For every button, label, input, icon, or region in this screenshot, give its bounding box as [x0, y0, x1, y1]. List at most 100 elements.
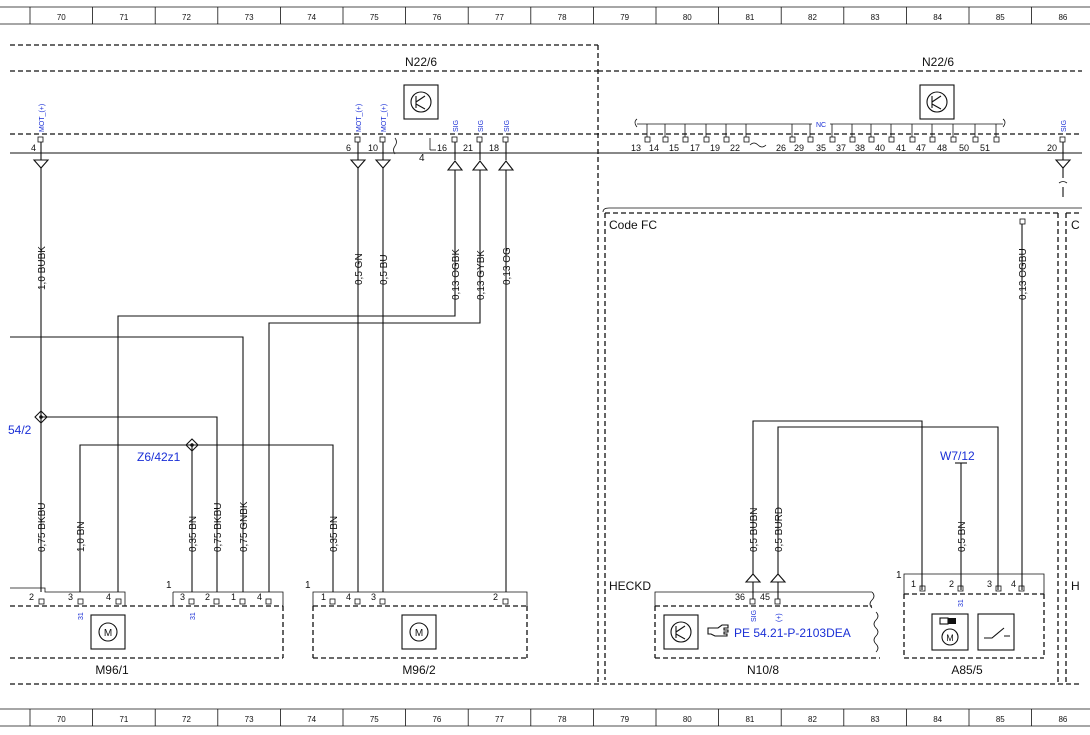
pin-terminal [950, 136, 957, 143]
pin-number: 48 [937, 143, 947, 153]
svg-text:31: 31 [190, 612, 197, 620]
pin-terminal [644, 136, 651, 143]
column-number: 74 [307, 13, 316, 22]
column-number: 73 [245, 715, 254, 724]
pin-21: 21 SIG [463, 120, 489, 171]
svg-text:45: 45 [760, 592, 770, 602]
pin-number: 47 [916, 143, 926, 153]
wire-label: 0,35 BN [188, 516, 199, 552]
svg-text:4: 4 [106, 592, 111, 602]
motor-actuator-icon [931, 613, 969, 651]
column-number: 75 [370, 13, 379, 22]
motor-icon [90, 614, 126, 650]
wire-label: 0,5 BURD [774, 507, 785, 552]
pin-terminal [929, 136, 936, 143]
column-number: 79 [620, 13, 629, 22]
pin-number: 35 [816, 143, 826, 153]
svg-text:(+): (+) [776, 613, 783, 622]
pin-number: 37 [836, 143, 846, 153]
pin-number: 19 [710, 143, 720, 153]
pin-number: 38 [855, 143, 865, 153]
svg-text:31: 31 [78, 612, 85, 620]
component-label: M96/1 [95, 663, 129, 677]
column-number: 83 [871, 715, 880, 724]
wire-label: 0,13 GYBK [476, 250, 487, 300]
component-n10-8: HECKD 36 45 SIG (+) PE 54.21-P-2103DEA N… [609, 573, 880, 677]
pin-number: 22 [730, 143, 740, 153]
svg-text:MOT_(+): MOT_(+) [381, 104, 388, 132]
column-number: 78 [558, 13, 567, 22]
module-label-left: N22/6 [405, 55, 437, 69]
transistor-icon [663, 614, 699, 650]
column-number: 85 [996, 715, 1005, 724]
column-number: 72 [182, 13, 191, 22]
wire-label: 0,5 BUBN [749, 508, 760, 552]
svg-text:2: 2 [493, 592, 498, 602]
svg-text:SIG: SIG [453, 120, 460, 132]
edge-label: H [1071, 579, 1080, 593]
column-number: 70 [57, 715, 66, 724]
splice-54-2: 54/2 [8, 410, 48, 437]
transistor-icon [919, 84, 955, 120]
pin-terminal [829, 136, 836, 143]
pin-number: 29 [794, 143, 804, 153]
svg-text:6: 6 [346, 143, 351, 153]
svg-text:SIG: SIG [504, 120, 511, 132]
pin-terminal [723, 136, 730, 143]
column-number: 79 [620, 715, 629, 724]
pin-number: 50 [959, 143, 969, 153]
column-number: 83 [871, 13, 880, 22]
pin-terminal [849, 136, 856, 143]
pin-terminal [703, 136, 710, 143]
svg-text:1: 1 [305, 580, 311, 591]
column-number: 76 [432, 13, 441, 22]
svg-text:SIG: SIG [1061, 120, 1068, 132]
column-number: 71 [119, 13, 128, 22]
svg-text:HECKD: HECKD [609, 579, 651, 593]
pin-number: 41 [896, 143, 906, 153]
component-label: M96/2 [402, 663, 436, 677]
svg-text:18: 18 [489, 143, 499, 153]
reference-link[interactable]: PE 54.21-P-2103DEA [734, 626, 851, 640]
motor-icon [401, 614, 437, 650]
module-n22-6-left: N22/6 [10, 44, 599, 684]
svg-text:3: 3 [180, 592, 185, 602]
wire-labels: 1,0 BUBK 0,5 GN 0,5 BU 0,13 OGBK 0,13 GY… [37, 246, 1029, 552]
column-number: 70 [57, 13, 66, 22]
svg-text:MOT_(+): MOT_(+) [39, 104, 46, 132]
svg-text:M: M [946, 633, 954, 643]
column-number: 81 [745, 13, 754, 22]
pin-number: 26 [776, 143, 786, 153]
n22-6-left-pins: 4 MOT_(+) 6 MOT_(+) 10 MOT_(+) 4 16 SIG [31, 104, 515, 171]
wire-label: 0,13 OG [502, 247, 513, 285]
code-fc-label: Code FC [609, 218, 657, 232]
wire-label: 0,75 BKBU [37, 503, 48, 552]
column-number: 74 [307, 715, 316, 724]
svg-text:SIG: SIG [751, 610, 758, 622]
pin-number: 13 [631, 143, 641, 153]
transistor-icon [403, 84, 439, 120]
module-label-right: N22/6 [922, 55, 954, 69]
svg-text:2: 2 [205, 592, 210, 602]
svg-text:2: 2 [949, 579, 954, 589]
wire-label: 0,75 GNBK [239, 501, 250, 552]
svg-text:1: 1 [166, 580, 172, 591]
svg-text:4: 4 [31, 143, 36, 153]
column-number: 86 [1058, 715, 1067, 724]
column-number: 77 [495, 715, 504, 724]
pin-terminal [909, 136, 916, 143]
wire-label: 0,5 BU [379, 254, 390, 285]
svg-text:3: 3 [371, 592, 376, 602]
column-number: 81 [745, 715, 754, 724]
wire-label: 0,5 BN [957, 521, 968, 552]
svg-text:20: 20 [1047, 143, 1057, 153]
component-m96-1: 2 3 4 31 M M96/1 [10, 587, 284, 677]
pin-number: 40 [875, 143, 885, 153]
column-number: 84 [933, 715, 942, 724]
pin-terminal [868, 136, 875, 143]
module-n22-6-right: N22/6 [598, 55, 1082, 120]
connector-block: 1 3 2 1 4 31 [166, 580, 284, 620]
svg-text:4: 4 [1011, 579, 1016, 589]
wire-label: 0,13 OGBU [1018, 248, 1029, 300]
